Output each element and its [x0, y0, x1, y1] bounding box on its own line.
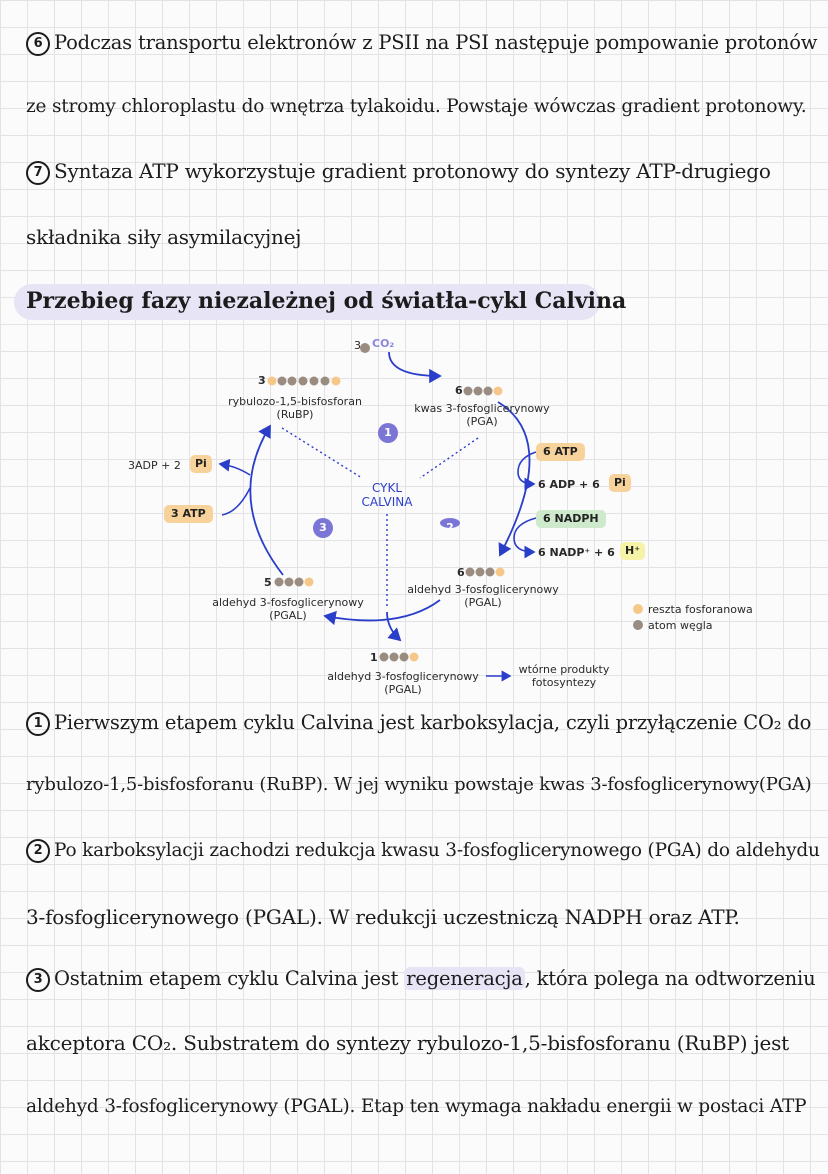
number-6-badge: 6: [26, 32, 50, 56]
regeneracja-highlight: regeneracja: [404, 967, 525, 990]
pgal-right-name: aldehyd 3-fosfoglicerynowy: [407, 583, 559, 596]
pga-abbr: (PGA): [466, 415, 498, 428]
pgal-left-molecule: [274, 577, 314, 587]
pgal-bottom-name: aldehyd 3-fosfoglicerynowy: [327, 670, 479, 683]
paragraph-6-text-1: Podczas transportu elektronów z PSII na …: [54, 31, 818, 54]
paragraph-6-text-2: ze stromy chloroplastu do wnętrza tylako…: [26, 96, 807, 117]
step-2-badge: 2: [440, 518, 460, 528]
arc-pgal-to-rubp: [249, 424, 284, 576]
pi-left-badge: Pi: [190, 455, 212, 473]
number-2-badge: 2: [26, 839, 50, 863]
cycle-title-2: CALVINA: [361, 495, 413, 509]
number-1-badge: 1: [26, 712, 50, 736]
pgal-left-name: aldehyd 3-fosfoglicerynowy: [212, 596, 364, 609]
paragraph-2-text-2: 3-fosfoglicerynowego (PGAL). W redukcji …: [26, 905, 740, 929]
pga-name: kwas 3-fosfoglicerynowy: [414, 402, 550, 415]
cycle-title-1: CYKL: [371, 481, 403, 495]
pgal-left-count: 5: [264, 576, 272, 589]
divider-right: [419, 437, 479, 479]
legend-carbon-label: atom węgla: [648, 619, 713, 632]
section-heading: Przebieg fazy niezależnej od światła-cyk…: [26, 288, 627, 314]
adp-left-arrow: [218, 458, 251, 476]
heading-highlight: [14, 284, 600, 320]
rubp-name: rybulozo-1,5-bisfosforan: [228, 395, 362, 408]
pi-right-badge: Pi: [609, 474, 631, 492]
co2-count: 3: [354, 339, 361, 352]
co2-carbon-dot: [360, 343, 370, 353]
pga-count: 6: [455, 384, 463, 397]
step-1-badge: 1: [378, 423, 398, 443]
co2-label: CO₂: [372, 337, 395, 350]
atp-left-badge: 3 ATP: [164, 505, 213, 523]
divider-left: [281, 427, 363, 479]
pga-molecule: [463, 386, 503, 396]
atp-left-arrow: [221, 487, 251, 516]
h-right-badge: H⁺: [620, 542, 646, 560]
pgal-bottom-molecule: [379, 652, 419, 662]
rubp-abbr: (RuBP): [276, 408, 314, 421]
paragraph-3-text-1b: , która polega na odtworzeniu: [524, 967, 816, 990]
number-3-badge: 3: [26, 968, 50, 992]
number-7-badge: 7: [26, 161, 50, 185]
output-arrow: [386, 611, 402, 642]
paragraph-6-line-2: ze stromy chloroplastu do wnętrza tylako…: [26, 94, 807, 120]
adp-right-label: 6 ADP + 6: [538, 478, 600, 491]
nadp-right-label: 6 NADP⁺ + 6: [538, 546, 615, 559]
pgal-right-molecule: [465, 567, 505, 577]
legend-phosphate-dot: [633, 604, 643, 614]
co2-arrow: [388, 351, 442, 384]
paragraph-3-line-2: akceptora CO₂. Substratem do syntezy ryb…: [26, 1030, 789, 1056]
pgal-left-abbr: (PGAL): [269, 609, 307, 622]
step-3-badge: 3: [313, 518, 333, 538]
paragraph-1-line-2: rybulozo-1,5-bisfosforanu (RuBP). W jej …: [26, 772, 812, 798]
legend-phosphate-label: reszta fosforanowa: [648, 603, 753, 616]
legend-carbon-dot: [633, 620, 643, 630]
nadph-right-arrow: [513, 517, 537, 559]
paragraph-7-line-2: składnika siły asymilacyjnej: [26, 224, 301, 250]
paragraph-2-text-1: Po karboksylacji zachodzi redukcja kwasu…: [54, 840, 820, 861]
pgal-right-abbr: (PGAL): [464, 596, 502, 609]
paragraph-1-text-2: rybulozo-1,5-bisfosforanu (RuBP). W jej …: [26, 774, 812, 795]
paragraph-2-line-2: 3-fosfoglicerynowego (PGAL). W redukcji …: [26, 904, 740, 930]
rubp-molecule: [267, 376, 341, 386]
products-line-2: fotosyntezy: [531, 676, 597, 689]
paragraph-3-text-3: aldehyd 3-fosfoglicerynowy (PGAL). Etap …: [26, 1096, 807, 1117]
nadph-right-badge: 6 NADPH: [536, 510, 606, 528]
paragraph-3-text-2: akceptora CO₂. Substratem do syntezy ryb…: [26, 1031, 790, 1055]
adp-left-label: 3ADP + 2: [128, 459, 181, 472]
products-line-1: wtórne produkty: [518, 663, 610, 676]
paragraph-7-text-1: Syntaza ATP wykorzystuje gradient proton…: [54, 159, 771, 183]
paragraph-3-text-1a: Ostatnim etapem cyklu Calvina jest: [54, 967, 399, 990]
paragraph-7-text-2: składnika siły asymilacyjnej: [26, 225, 302, 249]
atp-right-badge: 6 ATP: [536, 443, 585, 461]
atp-adp-right-arrow: [517, 451, 537, 491]
pgal-bottom-count: 1: [370, 651, 378, 664]
pgal-bottom-abbr: (PGAL): [384, 683, 422, 696]
paragraph-3-line-3: aldehyd 3-fosfoglicerynowy (PGAL). Etap …: [26, 1094, 807, 1120]
paragraph-1-text-1: Pierwszym etapem cyklu Calvina jest karb…: [54, 711, 812, 734]
rubp-count: 3: [258, 374, 266, 387]
pgal-right-count: 6: [457, 566, 465, 579]
